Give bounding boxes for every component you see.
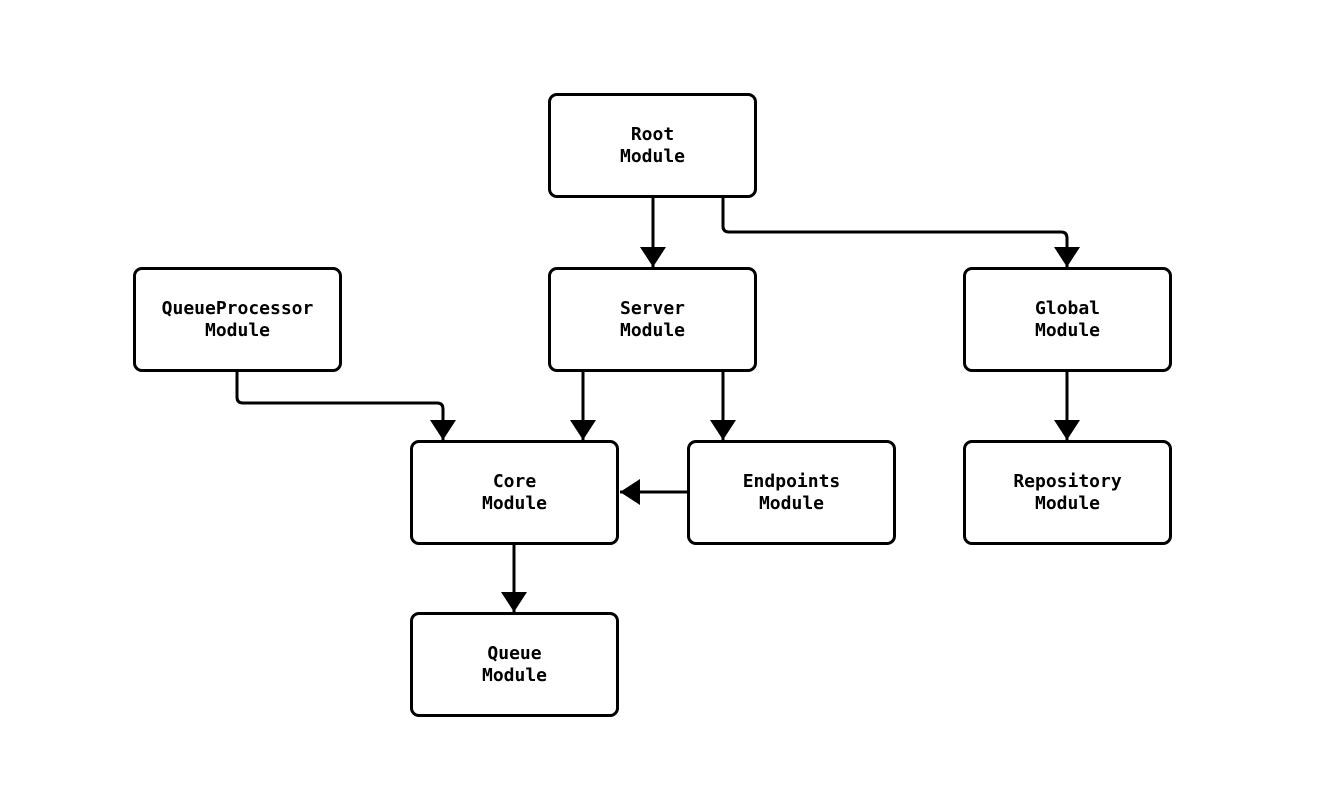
edge-root-to-global [721, 198, 1080, 267]
node-label: Repository Module [1013, 470, 1122, 514]
node-root-module: Root Module [548, 93, 757, 198]
node-label: QueueProcessor Module [161, 297, 314, 341]
node-label: Root Module [619, 123, 686, 167]
node-queue-module: Queue Module [410, 612, 619, 717]
node-queueprocessor-module: QueueProcessor Module [133, 267, 342, 372]
node-server-module: Server Module [548, 267, 757, 372]
node-label: Core Module [481, 470, 548, 514]
node-repository-module: Repository Module [963, 440, 1172, 545]
node-endpoints-module: Endpoints Module [687, 440, 896, 545]
node-label: Server Module [619, 297, 686, 341]
node-label: Global Module [1034, 297, 1101, 341]
node-core-module: Core Module [410, 440, 619, 545]
node-label: Endpoints Module [742, 470, 841, 514]
edge-group [235, 198, 1080, 612]
edge-queueprocessor-to-core [235, 372, 456, 440]
node-label: Queue Module [481, 642, 548, 686]
node-global-module: Global Module [963, 267, 1172, 372]
